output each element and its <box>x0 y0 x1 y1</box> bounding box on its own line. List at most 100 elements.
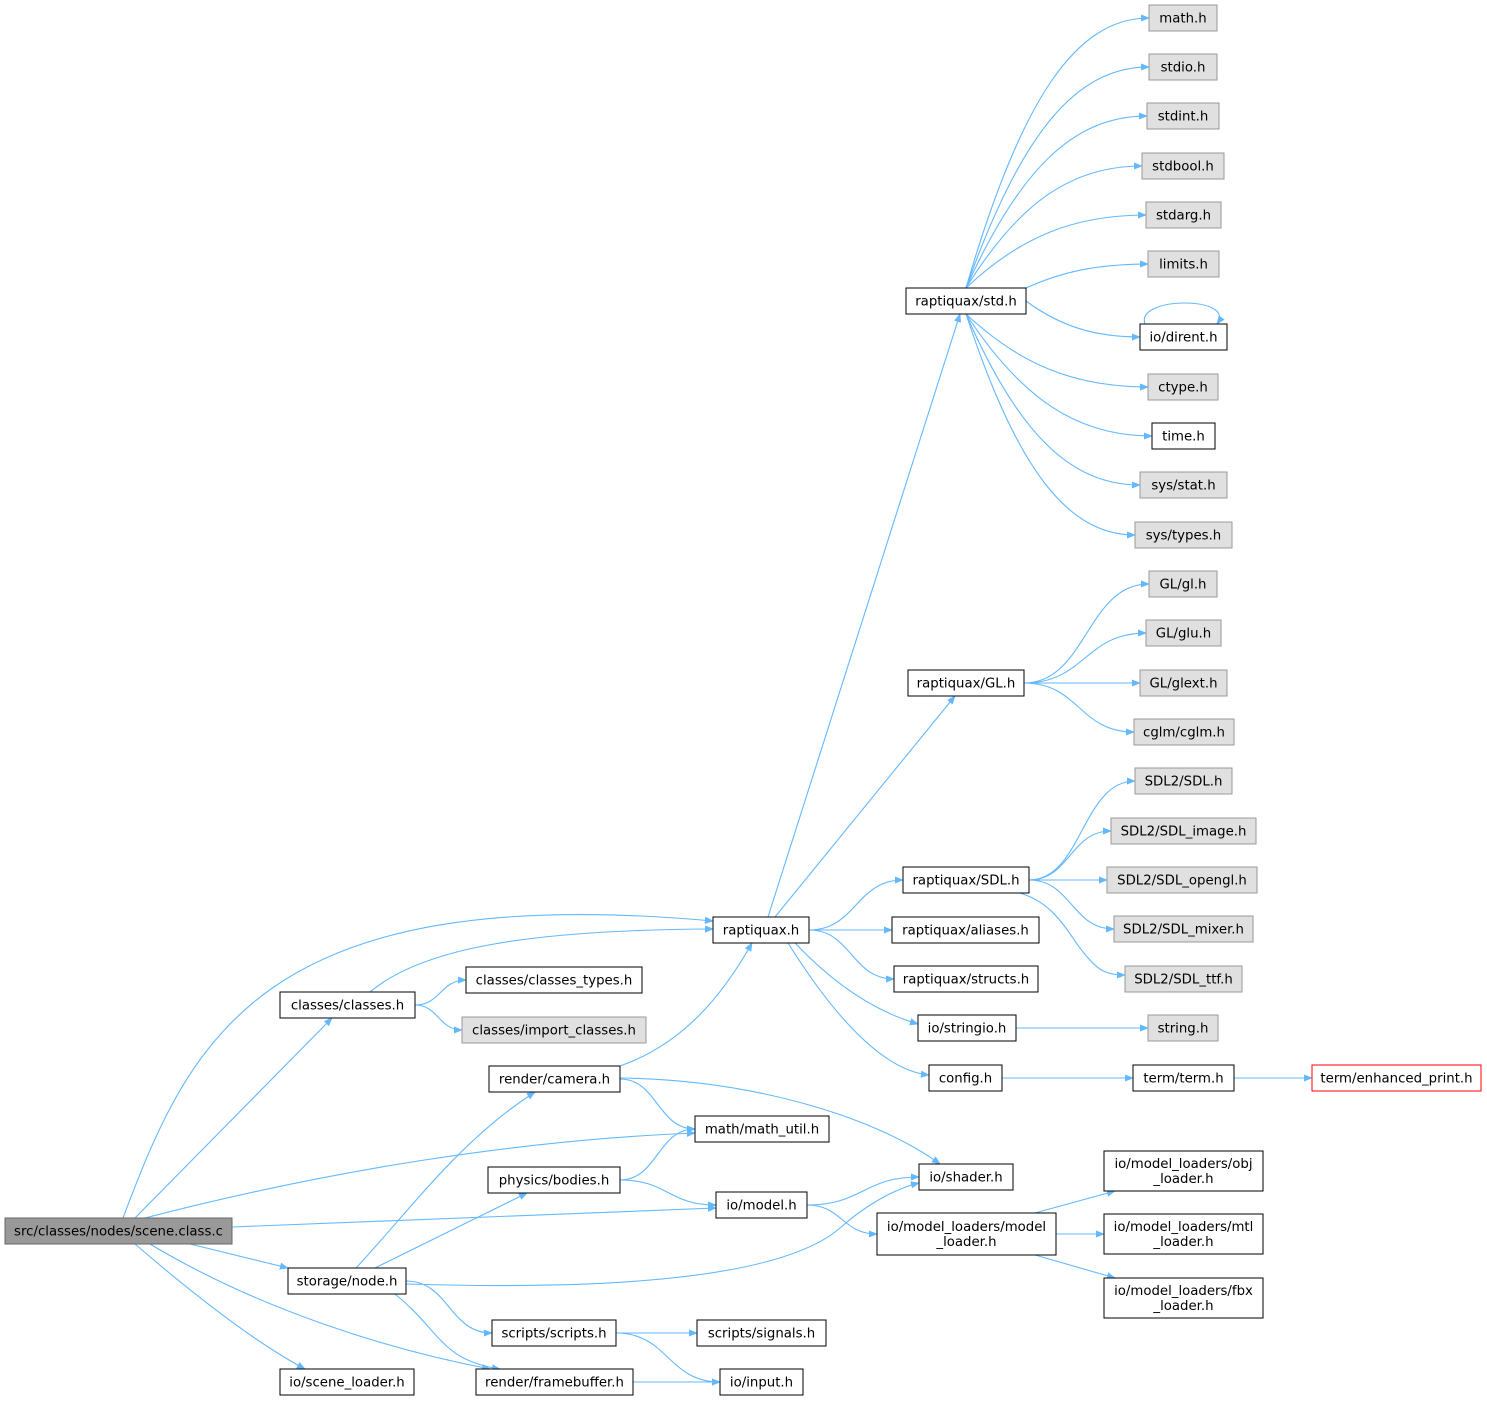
edge-io_dirent-to-io_dirent <box>1144 302 1225 325</box>
node-box <box>1133 718 1235 746</box>
node-box <box>1139 471 1228 499</box>
node-sys-stat[interactable]: sys/stat.h <box>1139 471 1228 499</box>
node-io-input[interactable]: io/input.h <box>719 1368 804 1396</box>
node-math-h[interactable]: math.h <box>1148 4 1218 32</box>
node-label: io/model_loaders/obj <box>1114 1157 1252 1172</box>
node-label: io/model_loaders/mtl <box>1114 1220 1254 1235</box>
node-time-h[interactable]: time.h <box>1151 422 1216 450</box>
nodes-layer: src/classes/nodes/scene.class.c raptiquax… <box>4 4 1482 1396</box>
node-label: ctype.h <box>1158 381 1208 396</box>
node-scene[interactable]: src/classes/nodes/scene.class.c <box>4 1217 233 1245</box>
node-box <box>1148 53 1218 81</box>
edge-scene-to-storage_node <box>189 1243 289 1270</box>
node-rq-std[interactable]: raptiquax/std.h <box>905 287 1027 315</box>
node-box <box>694 1115 830 1143</box>
node-io-stringio[interactable]: io/stringio.h <box>917 1014 1017 1042</box>
node-box <box>876 1212 1057 1256</box>
node-label: term/term.h <box>1143 1072 1223 1087</box>
node-box <box>1151 422 1216 450</box>
node-label: _loader.h <box>1152 1299 1213 1314</box>
node-term-term[interactable]: term/term.h <box>1132 1064 1235 1092</box>
node-model-loader[interactable]: io/model_loaders/model_loader.h <box>876 1212 1057 1256</box>
edge-rq_std-to-limits_h <box>1025 260 1149 289</box>
node-rq-gl[interactable]: raptiquax/GL.h <box>907 669 1025 697</box>
node-storage-node[interactable]: storage/node.h <box>287 1267 407 1295</box>
node-rq-sdl[interactable]: raptiquax/SDL.h <box>902 866 1030 894</box>
node-sdl-opengl[interactable]: SDL2/SDL_opengl.h <box>1106 866 1258 894</box>
node-box <box>918 1163 1014 1191</box>
node-box <box>1134 767 1233 795</box>
node-label: io/model_loaders/model <box>887 1220 1046 1235</box>
node-box <box>1148 4 1218 32</box>
node-physics-bodies[interactable]: physics/bodies.h <box>487 1166 621 1194</box>
node-sdl-sdl[interactable]: SDL2/SDL.h <box>1134 767 1233 795</box>
node-term-enhanced[interactable]: term/enhanced_print.h <box>1311 1064 1482 1092</box>
node-label: GL/glext.h <box>1149 677 1217 692</box>
node-sdl-ttf[interactable]: SDL2/SDL_ttf.h <box>1124 965 1243 993</box>
node-sdl-mixer[interactable]: SDL2/SDL_mixer.h <box>1113 915 1254 943</box>
node-stdarg-h[interactable]: stdarg.h <box>1145 201 1222 229</box>
node-box <box>488 1065 621 1093</box>
node-box <box>1103 1150 1264 1192</box>
node-box <box>1147 250 1220 278</box>
node-limits-h[interactable]: limits.h <box>1147 250 1220 278</box>
node-cglm[interactable]: cglm/cglm.h <box>1133 718 1235 746</box>
node-label: physics/bodies.h <box>499 1174 610 1189</box>
edge-render_camera-to-raptiquax <box>619 942 753 1067</box>
node-box <box>4 1217 233 1245</box>
node-gl-glext[interactable]: GL/glext.h <box>1139 669 1228 697</box>
node-label: io/input.h <box>730 1376 793 1391</box>
node-io-dirent[interactable]: io/dirent.h <box>1139 323 1228 351</box>
node-mtl-loader[interactable]: io/model_loaders/mtl_loader.h <box>1103 1213 1264 1255</box>
node-fbx-loader[interactable]: io/model_loaders/fbx_loader.h <box>1103 1277 1264 1319</box>
edge-rq_std-to-math_h <box>965 14 1150 289</box>
node-box <box>1103 1277 1264 1319</box>
node-label: render/framebuffer.h <box>485 1376 624 1391</box>
edge-raptiquax-to-rq_structs <box>808 929 895 983</box>
node-raptiquax[interactable]: raptiquax.h <box>712 916 810 944</box>
node-box <box>719 1368 804 1396</box>
node-obj-loader[interactable]: io/model_loaders/obj_loader.h <box>1103 1150 1264 1192</box>
edge-storage_node-to-render_camera <box>355 1091 536 1269</box>
edge-physics_bodies-to-io_model <box>619 1179 717 1209</box>
node-gl-glu[interactable]: GL/glu.h <box>1145 619 1222 647</box>
edge-rq_std-to-time_h <box>965 313 1153 440</box>
node-stdio-h[interactable]: stdio.h <box>1148 53 1218 81</box>
node-io-model[interactable]: io/model.h <box>715 1191 808 1219</box>
node-scripts-scripts[interactable]: scripts/scripts.h <box>491 1319 617 1347</box>
node-label: stdbool.h <box>1152 160 1214 175</box>
edge-rq_gl-to-gl_gl <box>1023 580 1150 684</box>
node-label: sys/stat.h <box>1151 479 1215 494</box>
node-rq-aliases[interactable]: raptiquax/aliases.h <box>891 916 1040 944</box>
node-label: raptiquax/std.h <box>915 295 1017 310</box>
node-box <box>1147 1014 1219 1042</box>
node-config[interactable]: config.h <box>928 1064 1003 1092</box>
edge-scene-to-classes <box>134 1017 333 1219</box>
edge-classes-to-raptiquax <box>369 925 714 993</box>
node-sdl-image[interactable]: SDL2/SDL_image.h <box>1110 817 1257 845</box>
node-box <box>902 866 1030 894</box>
edge-classes-to-classes_types <box>414 976 467 1006</box>
node-render-camera[interactable]: render/camera.h <box>488 1065 621 1093</box>
node-label: GL/glu.h <box>1156 627 1211 642</box>
edge-scene-to-math_util <box>144 1129 696 1219</box>
node-label: raptiquax/SDL.h <box>912 874 1019 889</box>
node-box <box>907 669 1025 697</box>
node-stdint-h[interactable]: stdint.h <box>1146 102 1220 130</box>
edge-rq_std-to-stdbool_h <box>965 162 1143 289</box>
node-classes[interactable]: classes/classes.h <box>279 991 416 1019</box>
node-classes-types[interactable]: classes/classes_types.h <box>465 966 643 994</box>
node-math-util[interactable]: math/math_util.h <box>694 1115 830 1143</box>
node-string-h[interactable]: string.h <box>1147 1014 1219 1042</box>
node-rq-structs[interactable]: raptiquax/structs.h <box>893 965 1039 993</box>
node-io-shader[interactable]: io/shader.h <box>918 1163 1014 1191</box>
node-render-framebuffer[interactable]: render/framebuffer.h <box>475 1368 634 1396</box>
node-import-classes[interactable]: classes/import_classes.h <box>461 1016 647 1044</box>
node-ctype-h[interactable]: ctype.h <box>1147 373 1219 401</box>
node-stdbool-h[interactable]: stdbool.h <box>1141 152 1225 180</box>
edges-layer <box>122 14 1313 1386</box>
node-scene-loader[interactable]: io/scene_loader.h <box>279 1368 415 1396</box>
node-gl-gl[interactable]: GL/gl.h <box>1148 570 1218 598</box>
node-scripts-signals[interactable]: scripts/signals.h <box>696 1319 827 1347</box>
node-sys-types[interactable]: sys/types.h <box>1134 521 1233 549</box>
